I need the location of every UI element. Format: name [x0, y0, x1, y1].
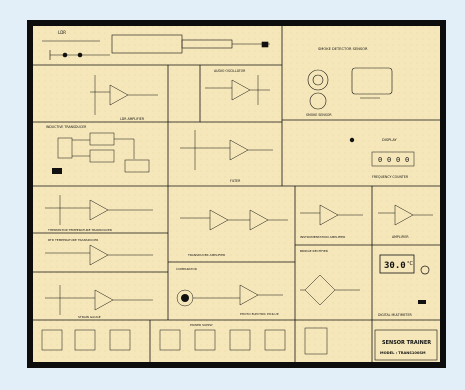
- led-icon: [349, 137, 355, 143]
- toggle-switch-icon: [418, 300, 426, 304]
- dmm-display-box: [379, 254, 415, 274]
- label-transducer-amp: TRANSDUCER AMPLIFIER: [187, 253, 225, 257]
- dmm-unit: °C: [407, 261, 414, 267]
- display-digit-1: 0: [378, 156, 382, 164]
- knob-icon: [420, 265, 430, 275]
- label-frequency-counter: FREQUENCY COUNTER: [372, 175, 409, 179]
- display-digit-2: 0: [387, 156, 391, 164]
- brand-block: [374, 329, 438, 361]
- label-strain-gauge: STRAIN GAUGE: [78, 315, 101, 319]
- label-ldr: LDR: [58, 30, 66, 35]
- label-smoke-sub: SMOKE SENSOR: [306, 113, 332, 117]
- label-differential-amp: INSTRUMENTATION AMPLIFIER: [300, 235, 345, 239]
- label-thermistor-2: RTD TEMPERATURE TRANSDUCER: [48, 238, 98, 242]
- label-thermistor-1: THERMISTOR TEMPERATURE TRANSDUCER: [47, 228, 112, 232]
- label-filter: FILTER: [230, 179, 241, 183]
- ldr-section: [42, 34, 270, 60]
- label-model: MODEL : TRANS100SM: [380, 351, 426, 355]
- label-comparator: COMPARATOR: [176, 267, 197, 271]
- label-inductive: INDUCTIVE TRANSDUCER: [46, 125, 87, 129]
- speaker-icon: [181, 294, 189, 302]
- smoke-sensor-section: [307, 67, 393, 110]
- label-photo-electric: PHOTO ELECTRIC PICK-UP: [240, 312, 279, 316]
- label-digital-multimeter: DIGITAL MULTIMETER: [378, 313, 413, 317]
- label-ldr-amp: LDR AMPLIFIER: [120, 117, 145, 121]
- dmm-reading: 30.0: [384, 261, 406, 271]
- display-digit-3: 0: [396, 156, 400, 164]
- label-bridge: BRIDGE RECTIFIER: [300, 249, 328, 253]
- label-audio-osc: AUDIO OSCILLATOR: [214, 69, 246, 73]
- chip-icon: [52, 168, 62, 174]
- display-digit-4: 0: [405, 156, 409, 164]
- label-amplifier: AMPLIFIER: [392, 235, 409, 239]
- label-smoke-sensor: SMOKE DETECTOR SENSOR: [318, 47, 368, 51]
- label-power-supply: POWER SUPPLY: [190, 323, 213, 327]
- label-sensor-trainer: SENSOR TRAINER: [382, 340, 431, 346]
- label-display: DISPLAY: [382, 138, 398, 142]
